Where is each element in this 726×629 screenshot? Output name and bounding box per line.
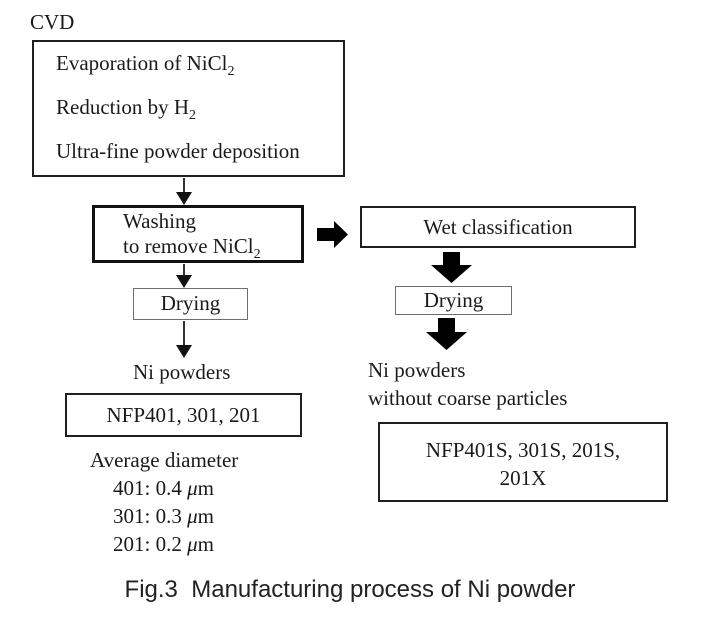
nfp-products-box: NFP401, 301, 201	[65, 393, 302, 437]
cvd-process-step: Reduction by H2	[56, 95, 196, 124]
mu-symbol: μ	[187, 504, 198, 528]
nfp-products-label: NFP401, 301, 201	[106, 403, 261, 427]
arrow-down-icon	[176, 345, 192, 358]
wet-classification-label: Wet classification	[423, 215, 573, 239]
drying-label: Drying	[423, 288, 484, 312]
diameter-row: 301: 0.3 μm	[113, 504, 214, 528]
mu-symbol: μ	[187, 532, 198, 556]
arrow-down-icon	[183, 321, 185, 346]
washing-line: Washing	[123, 209, 196, 233]
cvd-process-step: Evaporation of NiCl2	[56, 51, 235, 80]
arrow-down-icon	[183, 178, 185, 193]
drying-box-right: Drying	[395, 286, 512, 315]
nfps-products-line1: NFP401S, 301S, 201S,	[425, 438, 621, 462]
block-arrow-down-icon	[426, 318, 467, 350]
subscript: 2	[253, 247, 261, 263]
arrow-down-icon	[183, 264, 185, 276]
block-arrow-down-icon	[431, 252, 472, 283]
arrow-down-icon	[176, 192, 192, 205]
cvd-process-step: Ultra-fine powder deposition	[56, 139, 300, 163]
ni-powders-label: Ni powders	[368, 358, 466, 382]
washing-box: Washing to remove NiCl2	[92, 205, 304, 263]
without-coarse-particles-label: without coarse particles	[368, 386, 568, 410]
washing-line: to remove NiCl2	[123, 234, 261, 263]
block-arrow-right-icon	[317, 221, 348, 248]
mu-symbol: μ	[187, 476, 198, 500]
ni-powders-label: Ni powders	[133, 360, 231, 384]
nfps-products-box: NFP401S, 301S, 201S, 201X	[378, 422, 668, 502]
average-diameter-block: Average diameter 401: 0.4 μm 301: 0.3 μm…	[90, 446, 238, 558]
nfps-products-line2: 201X	[499, 466, 547, 490]
figure-caption: Fig.3 Manufacturing process of Ni powder	[124, 576, 576, 603]
cvd-label: CVD	[30, 10, 75, 34]
cvd-process-box: Evaporation of NiCl2 Reduction by H2 Ult…	[32, 40, 345, 177]
subscript: 2	[227, 64, 235, 80]
average-diameter-title: Average diameter	[90, 448, 239, 472]
subscript: 2	[188, 108, 196, 124]
diameter-row: 401: 0.4 μm	[113, 476, 214, 500]
diameter-row: 201: 0.2 μm	[113, 532, 214, 556]
drying-box-left: Drying	[133, 288, 248, 320]
wet-classification-box: Wet classification	[360, 206, 636, 248]
arrow-down-icon	[176, 275, 192, 288]
drying-label: Drying	[160, 291, 221, 315]
